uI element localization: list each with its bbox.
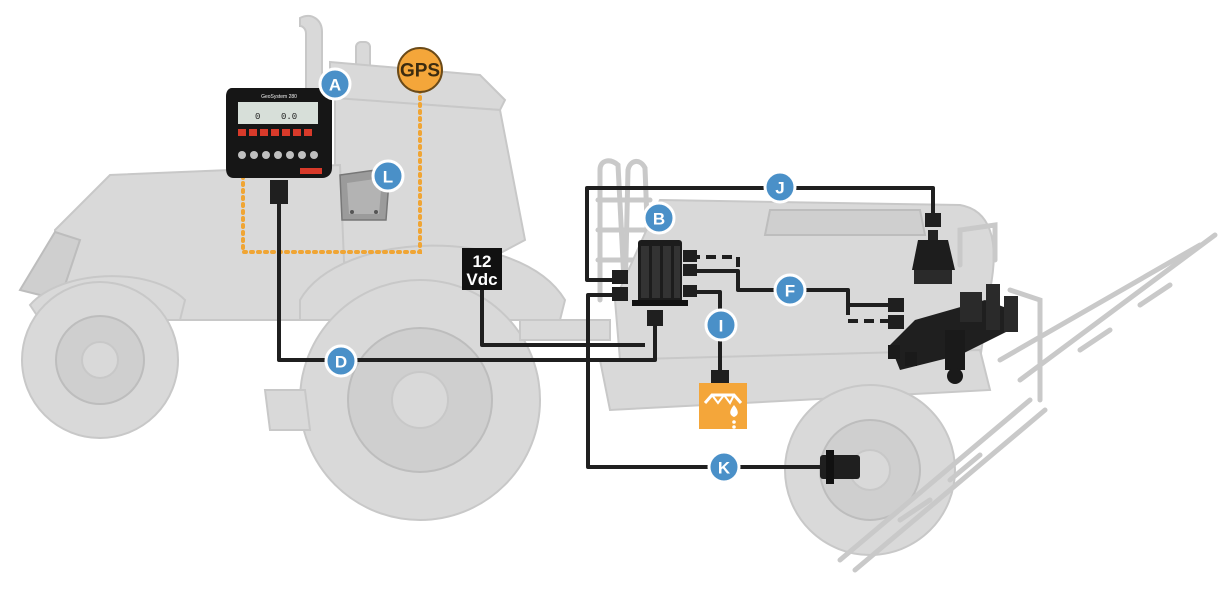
- flow-sensor-icon: [912, 230, 955, 284]
- cable-power: [480, 290, 645, 347]
- power-voltage: 12: [473, 252, 492, 271]
- gps-label: GPS: [400, 61, 440, 82]
- badge-l: L: [371, 159, 405, 193]
- cable-i: [690, 290, 722, 372]
- cable-f-aux2: [846, 305, 888, 323]
- badge-k-label: K: [718, 459, 731, 478]
- badge-j: J: [763, 170, 797, 204]
- boom-section-icon: [699, 383, 747, 429]
- badge-i-label: I: [719, 317, 724, 336]
- power-supply-box: 12 Vdc: [462, 248, 502, 290]
- plug-j: [612, 270, 628, 284]
- badge-j-label: J: [775, 179, 784, 198]
- badge-f: F: [773, 273, 807, 307]
- plug-valve2: [888, 315, 904, 329]
- console-knobs: [238, 151, 318, 159]
- power-unit: Vdc: [466, 270, 497, 289]
- gps-antenna-badge: GPS: [397, 47, 443, 93]
- badge-k: K: [707, 450, 741, 484]
- control-console-icon: GeoSystem 280 0 0.0: [226, 88, 332, 178]
- badge-f-label: F: [785, 282, 795, 301]
- gps-cable: [241, 88, 422, 254]
- badge-d: D: [324, 344, 358, 378]
- plug-k: [612, 287, 628, 301]
- plug-i: [683, 285, 697, 297]
- console-title: GeoSystem 280: [261, 94, 297, 100]
- wheel-speed-sensor-icon: [820, 450, 860, 484]
- connector-plugs: [270, 180, 941, 384]
- cable-d: [277, 190, 657, 362]
- badge-b: B: [642, 201, 676, 235]
- console-red-buttons: [238, 129, 312, 136]
- badge-a: A: [318, 67, 352, 101]
- badge-b-label: B: [653, 210, 665, 229]
- plug-boom: [711, 370, 729, 384]
- control-module-icon: [632, 240, 688, 306]
- cable-j: [585, 186, 935, 282]
- console-screen-left: 0: [255, 112, 260, 122]
- console-screen-right: 0.0: [281, 112, 297, 122]
- plug-console: [270, 180, 288, 204]
- section-valve-icon: [888, 284, 1018, 384]
- plug-valve1: [888, 298, 904, 312]
- badge-i: I: [704, 308, 738, 342]
- plug-d: [647, 310, 663, 326]
- plug-f2: [683, 264, 697, 276]
- plug-f1: [683, 250, 697, 262]
- plug-sensor: [925, 213, 941, 227]
- badge-d-label: D: [335, 353, 347, 372]
- cable-f-aux: [690, 255, 740, 271]
- badge-a-label: A: [329, 76, 341, 95]
- badge-l-label: L: [383, 168, 393, 187]
